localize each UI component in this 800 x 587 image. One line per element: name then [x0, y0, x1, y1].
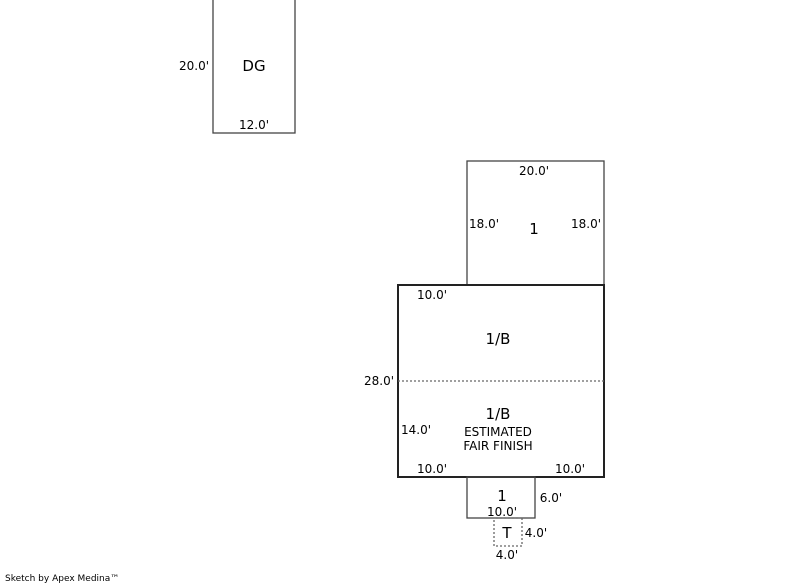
- basement-dim-bottom-left: 10.0': [417, 462, 447, 476]
- upper-one-dim-left: 18.0': [469, 217, 499, 231]
- area-basement: 10.0' 1/B 28.0' 1/B ESTIMATED FAIR FINIS…: [364, 284, 605, 478]
- dg-dim-left: 20.0': [179, 59, 209, 73]
- upper-one-label: 1: [529, 220, 539, 238]
- t-outline: [493, 517, 523, 547]
- dg-dim-bottom: 12.0': [239, 118, 269, 132]
- lower-one-dim-right: 6.0': [540, 491, 562, 505]
- basement-dim-left: 28.0': [364, 374, 394, 388]
- basement-note-2: FAIR FINISH: [463, 439, 532, 453]
- t-label: T: [501, 524, 512, 542]
- dg-label: DG: [242, 57, 265, 75]
- dg-outline: [212, 0, 296, 134]
- area-upper-one: 1 20.0' 18.0' 18.0': [466, 160, 605, 286]
- upper-one-dim-right: 18.0': [571, 217, 601, 231]
- lower-one-outline: [466, 476, 536, 519]
- sketch-credit: Sketch by Apex Medina™: [5, 574, 120, 584]
- lower-one-label: 1: [497, 487, 507, 505]
- basement-lower-label: 1/B: [486, 405, 511, 423]
- basement-lower-dim-left: 14.0': [401, 423, 431, 437]
- t-dim-bottom: 4.0': [496, 548, 518, 562]
- basement-dim-top-left: 10.0': [417, 288, 447, 302]
- area-lower-one: 1 10.0' 6.0': [466, 476, 562, 519]
- area-dg: DG 20.0' 12.0': [179, 0, 296, 134]
- basement-note-1: ESTIMATED: [464, 425, 532, 439]
- t-dim-right: 4.0': [525, 526, 547, 540]
- basement-upper-label: 1/B: [486, 330, 511, 348]
- lower-one-dim-bottom: 10.0': [487, 505, 517, 519]
- basement-dim-bottom-right: 10.0': [555, 462, 585, 476]
- area-t: T 4.0' 4.0': [493, 517, 547, 562]
- upper-one-dim-top: 20.0': [519, 164, 549, 178]
